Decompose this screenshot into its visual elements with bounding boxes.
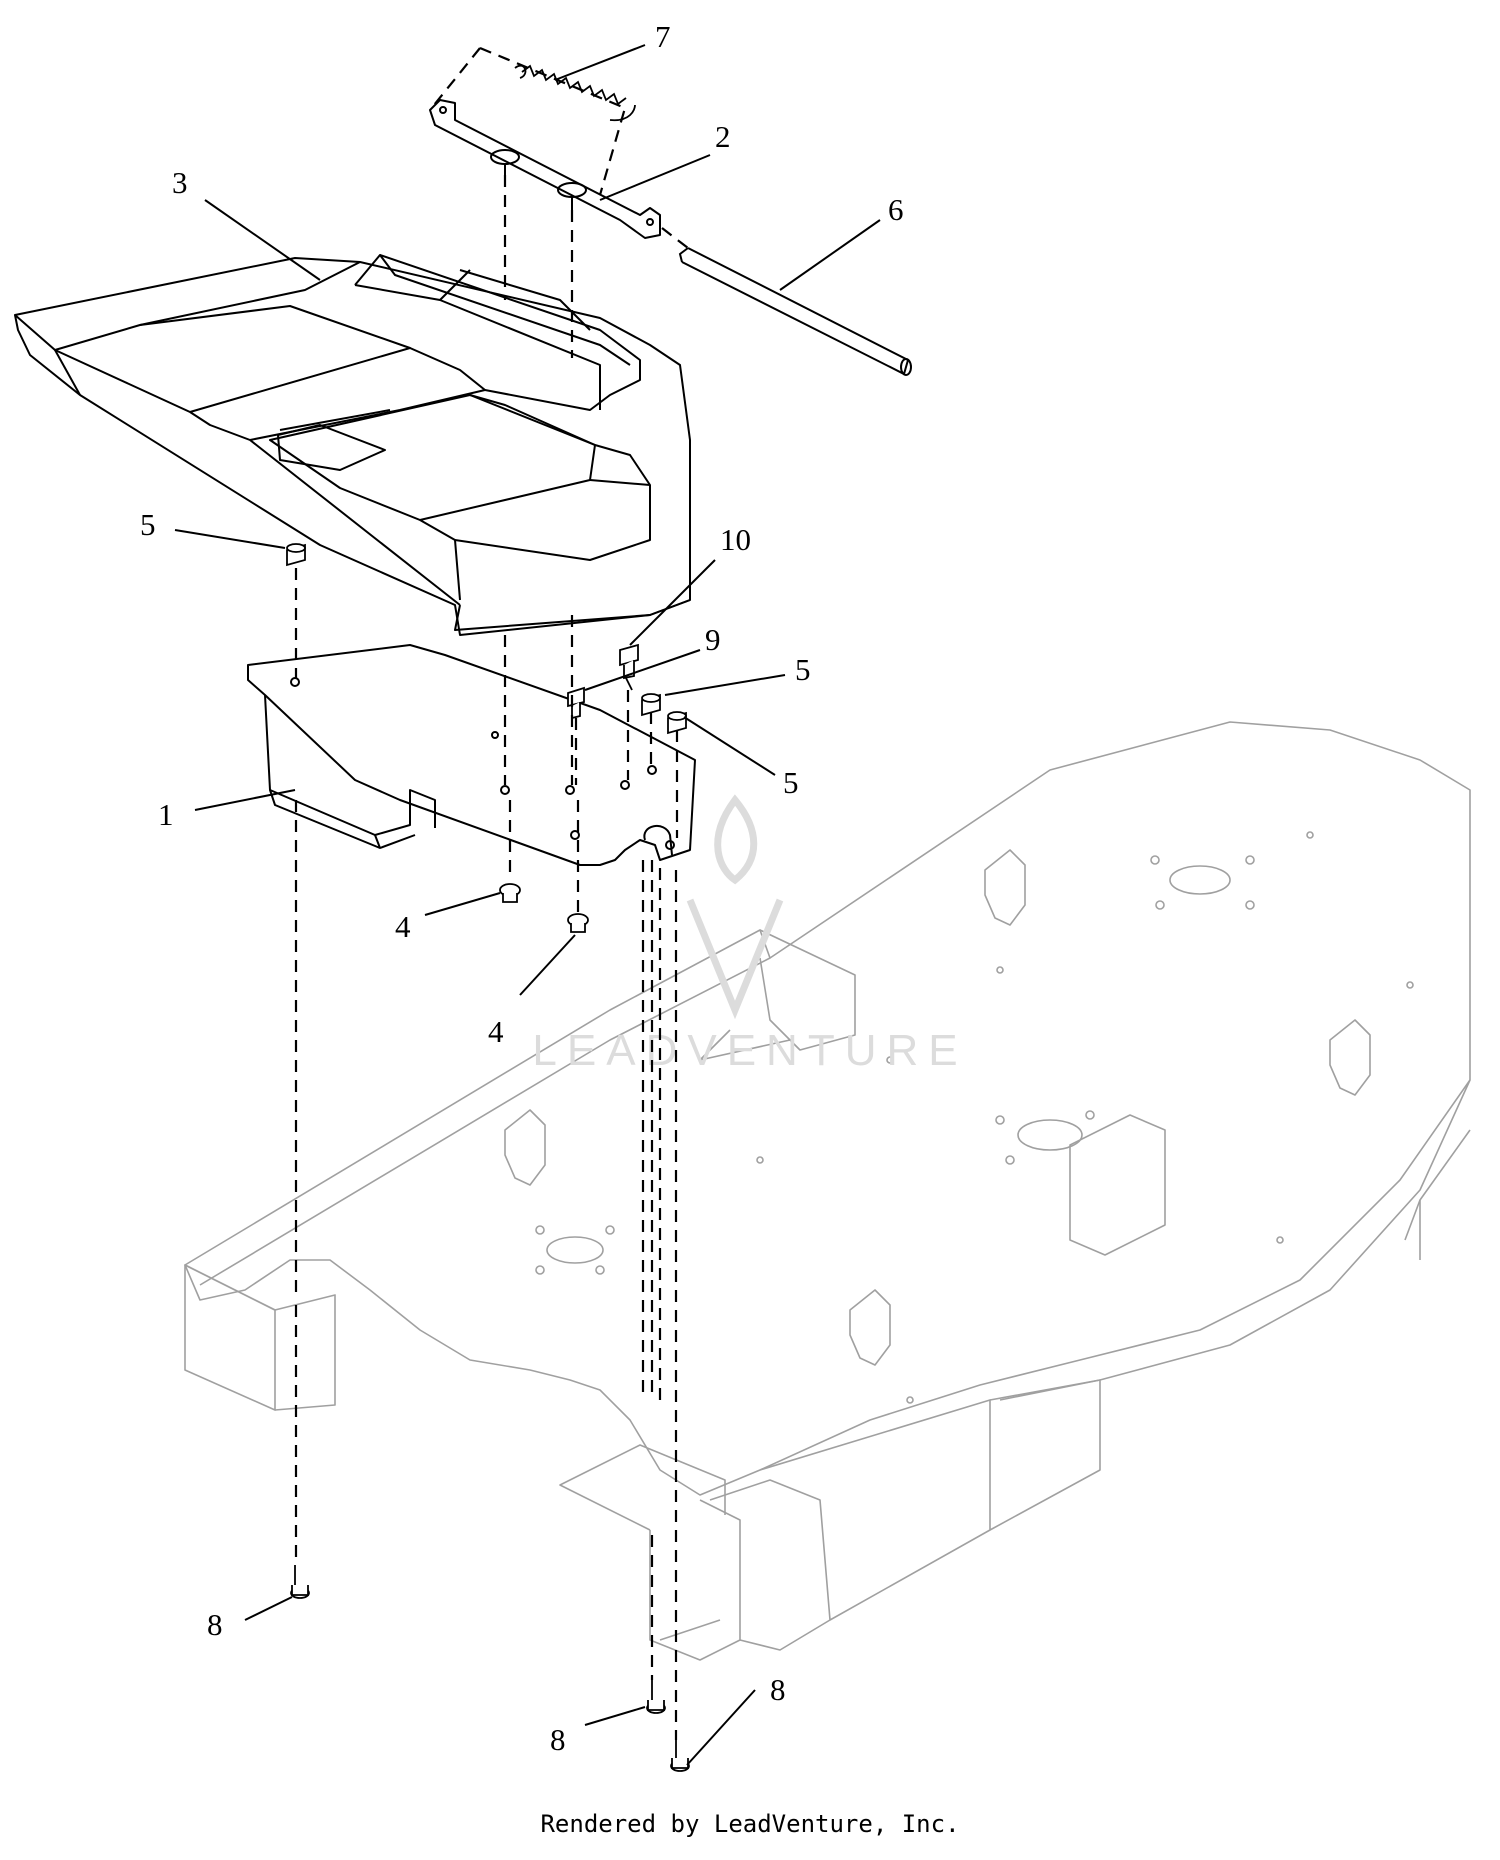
bolt-8-left — [290, 1565, 310, 1599]
part-7-spring — [514, 64, 636, 122]
leader-lines — [174, 44, 881, 1766]
callout-5-right-b: 5 — [783, 765, 799, 800]
washer-4-a — [499, 883, 521, 903]
callout-8-left: 8 — [207, 1607, 223, 1642]
callout-10: 10 — [720, 522, 751, 557]
callout-5-left: 5 — [140, 507, 156, 542]
callout-4-b: 4 — [395, 909, 411, 944]
flame-logo-icon — [686, 794, 784, 1020]
nut-5-left — [286, 543, 306, 567]
nut-5-right-b — [667, 711, 687, 735]
footer-credit: Rendered by LeadVenture, Inc. — [540, 1810, 960, 1838]
bolt-8-right — [670, 1740, 690, 1772]
mower-deck — [184, 721, 1471, 1661]
watermark: LEADVENTURE — [532, 794, 967, 1075]
watermark-text: LEADVENTURE — [532, 1026, 967, 1075]
callout-6: 6 — [888, 192, 904, 227]
washer-4-b — [567, 913, 589, 933]
part-3-cover — [14, 254, 691, 636]
bolt-8-center — [646, 1680, 666, 1714]
part-2-bracket — [429, 99, 661, 239]
callout-9: 9 — [705, 622, 721, 657]
callout-8-right: 8 — [770, 1672, 786, 1707]
callout-8-center: 8 — [550, 1722, 566, 1757]
part-1-plate — [247, 644, 696, 866]
callout-2: 2 — [715, 119, 731, 154]
alignment-lines — [294, 46, 689, 1740]
callout-5-right-a: 5 — [795, 652, 811, 687]
nut-5-right-a — [641, 693, 661, 717]
callout-3: 3 — [172, 165, 188, 200]
bolt-9 — [567, 686, 585, 720]
fitting-10 — [619, 643, 639, 691]
hardware — [286, 543, 690, 1772]
callouts: 7 2 3 6 5 10 9 5 5 1 4 4 4 8 8 8 — [140, 19, 904, 1757]
part-6-pin — [678, 247, 912, 376]
callout-1: 1 — [158, 797, 174, 832]
callout-4-c: 4 — [488, 1014, 504, 1049]
callout-7: 7 — [655, 19, 671, 54]
